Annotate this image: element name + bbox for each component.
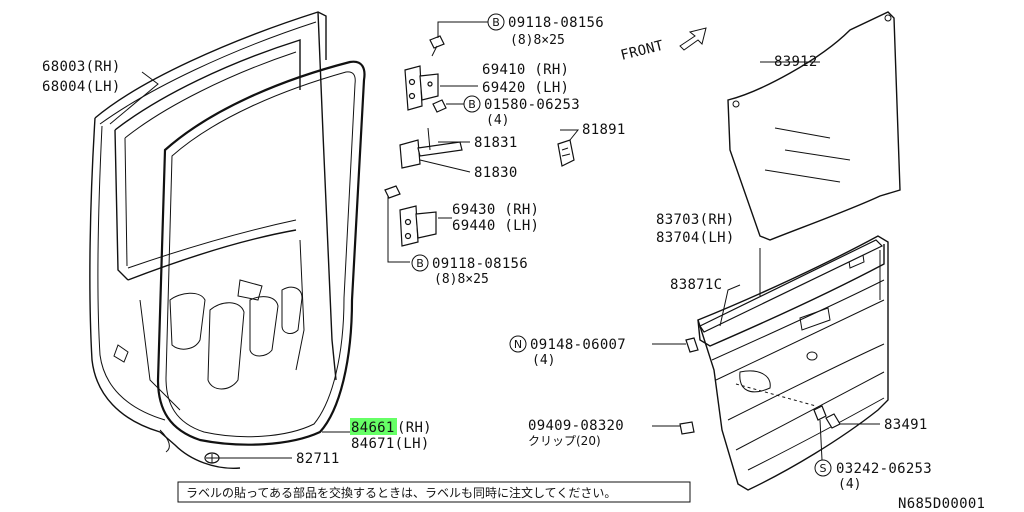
label-seal-lh: 84671(LH) [351,436,430,452]
svg-text:B: B [416,257,424,270]
label-bolt-top-qty: (8)8×25 [510,33,565,48]
door-shell [89,11,337,469]
fastener-part [825,413,880,429]
label-bolt-low-code: 09118-08156 [432,256,528,272]
label-seal-rh-part: 84661 [351,420,395,436]
seal-rh-highlight [350,418,397,435]
bolt-low-marker: B [411,254,429,272]
diagram-id: N685D00001 [898,496,985,512]
label-seal-rh-side: (RH) [397,420,432,436]
svg-text:B: B [492,16,500,29]
label-clip-81891: 81891 [582,122,626,138]
label-check-link-b: 81830 [474,165,518,181]
door-seal [156,60,366,446]
front-arrow-icon [679,27,707,51]
label-fastener: 83491 [884,417,928,433]
svg-text:S: S [820,462,827,475]
screen-sheet [727,11,901,241]
screw-part [813,405,827,461]
svg-text:B: B [468,98,476,111]
door-trim-panel [697,235,889,491]
label-hinge-lower-lh: 69440 (LH) [452,218,539,234]
label-door-lh: 68004(LH) [42,79,121,95]
bolt-mid-marker: B [463,95,481,113]
hinge-assembly [384,21,580,263]
label-screw-qty: (4) [838,477,861,492]
notice-box [177,481,691,503]
label-bolt-mid-code: 01580-06253 [484,97,580,113]
label-hinge-upper-rh: 69410 (RH) [482,62,569,78]
screw-marker: S [814,459,832,477]
label-nut-code: 09148-06007 [530,337,626,353]
label-trim-lh: 83704(LH) [656,230,735,246]
label-trim-c: 83871C [670,277,722,293]
grommet-part [204,452,220,464]
label-hinge-lower-rh: 69430 (RH) [452,202,539,218]
leader-lines [109,61,820,459]
label-bolt-low-qty: (8)8×25 [434,272,489,287]
bolt-top-marker: B [487,13,505,31]
label-check-link-a: 81831 [474,135,518,151]
label-bolt-mid-qty: (4) [486,113,509,128]
clip-part [652,421,695,435]
label-screw-code: 03242-06253 [836,461,932,477]
label-trim-rh: 83703(RH) [656,212,735,228]
label-nut-qty: (4) [532,353,555,368]
nut-part [652,337,699,353]
nut-marker: N [509,335,527,353]
label-screen: 83912 [774,54,818,70]
label-front: FRONT [619,38,665,64]
label-clip-code: 09409-08320 [528,418,624,434]
label-clip-qty: クリップ(20) [528,434,601,448]
label-hinge-upper-lh: 69420 (LH) [482,80,569,96]
label-door-rh: 68003(RH) [42,59,121,75]
svg-text:N: N [514,338,522,351]
notice-text: ラベルの貼ってある部品を交換するときは、ラベルも同時に注文してください。 [186,485,616,500]
label-bolt-top-code: 09118-08156 [508,15,604,31]
label-grommet: 82711 [296,451,340,467]
